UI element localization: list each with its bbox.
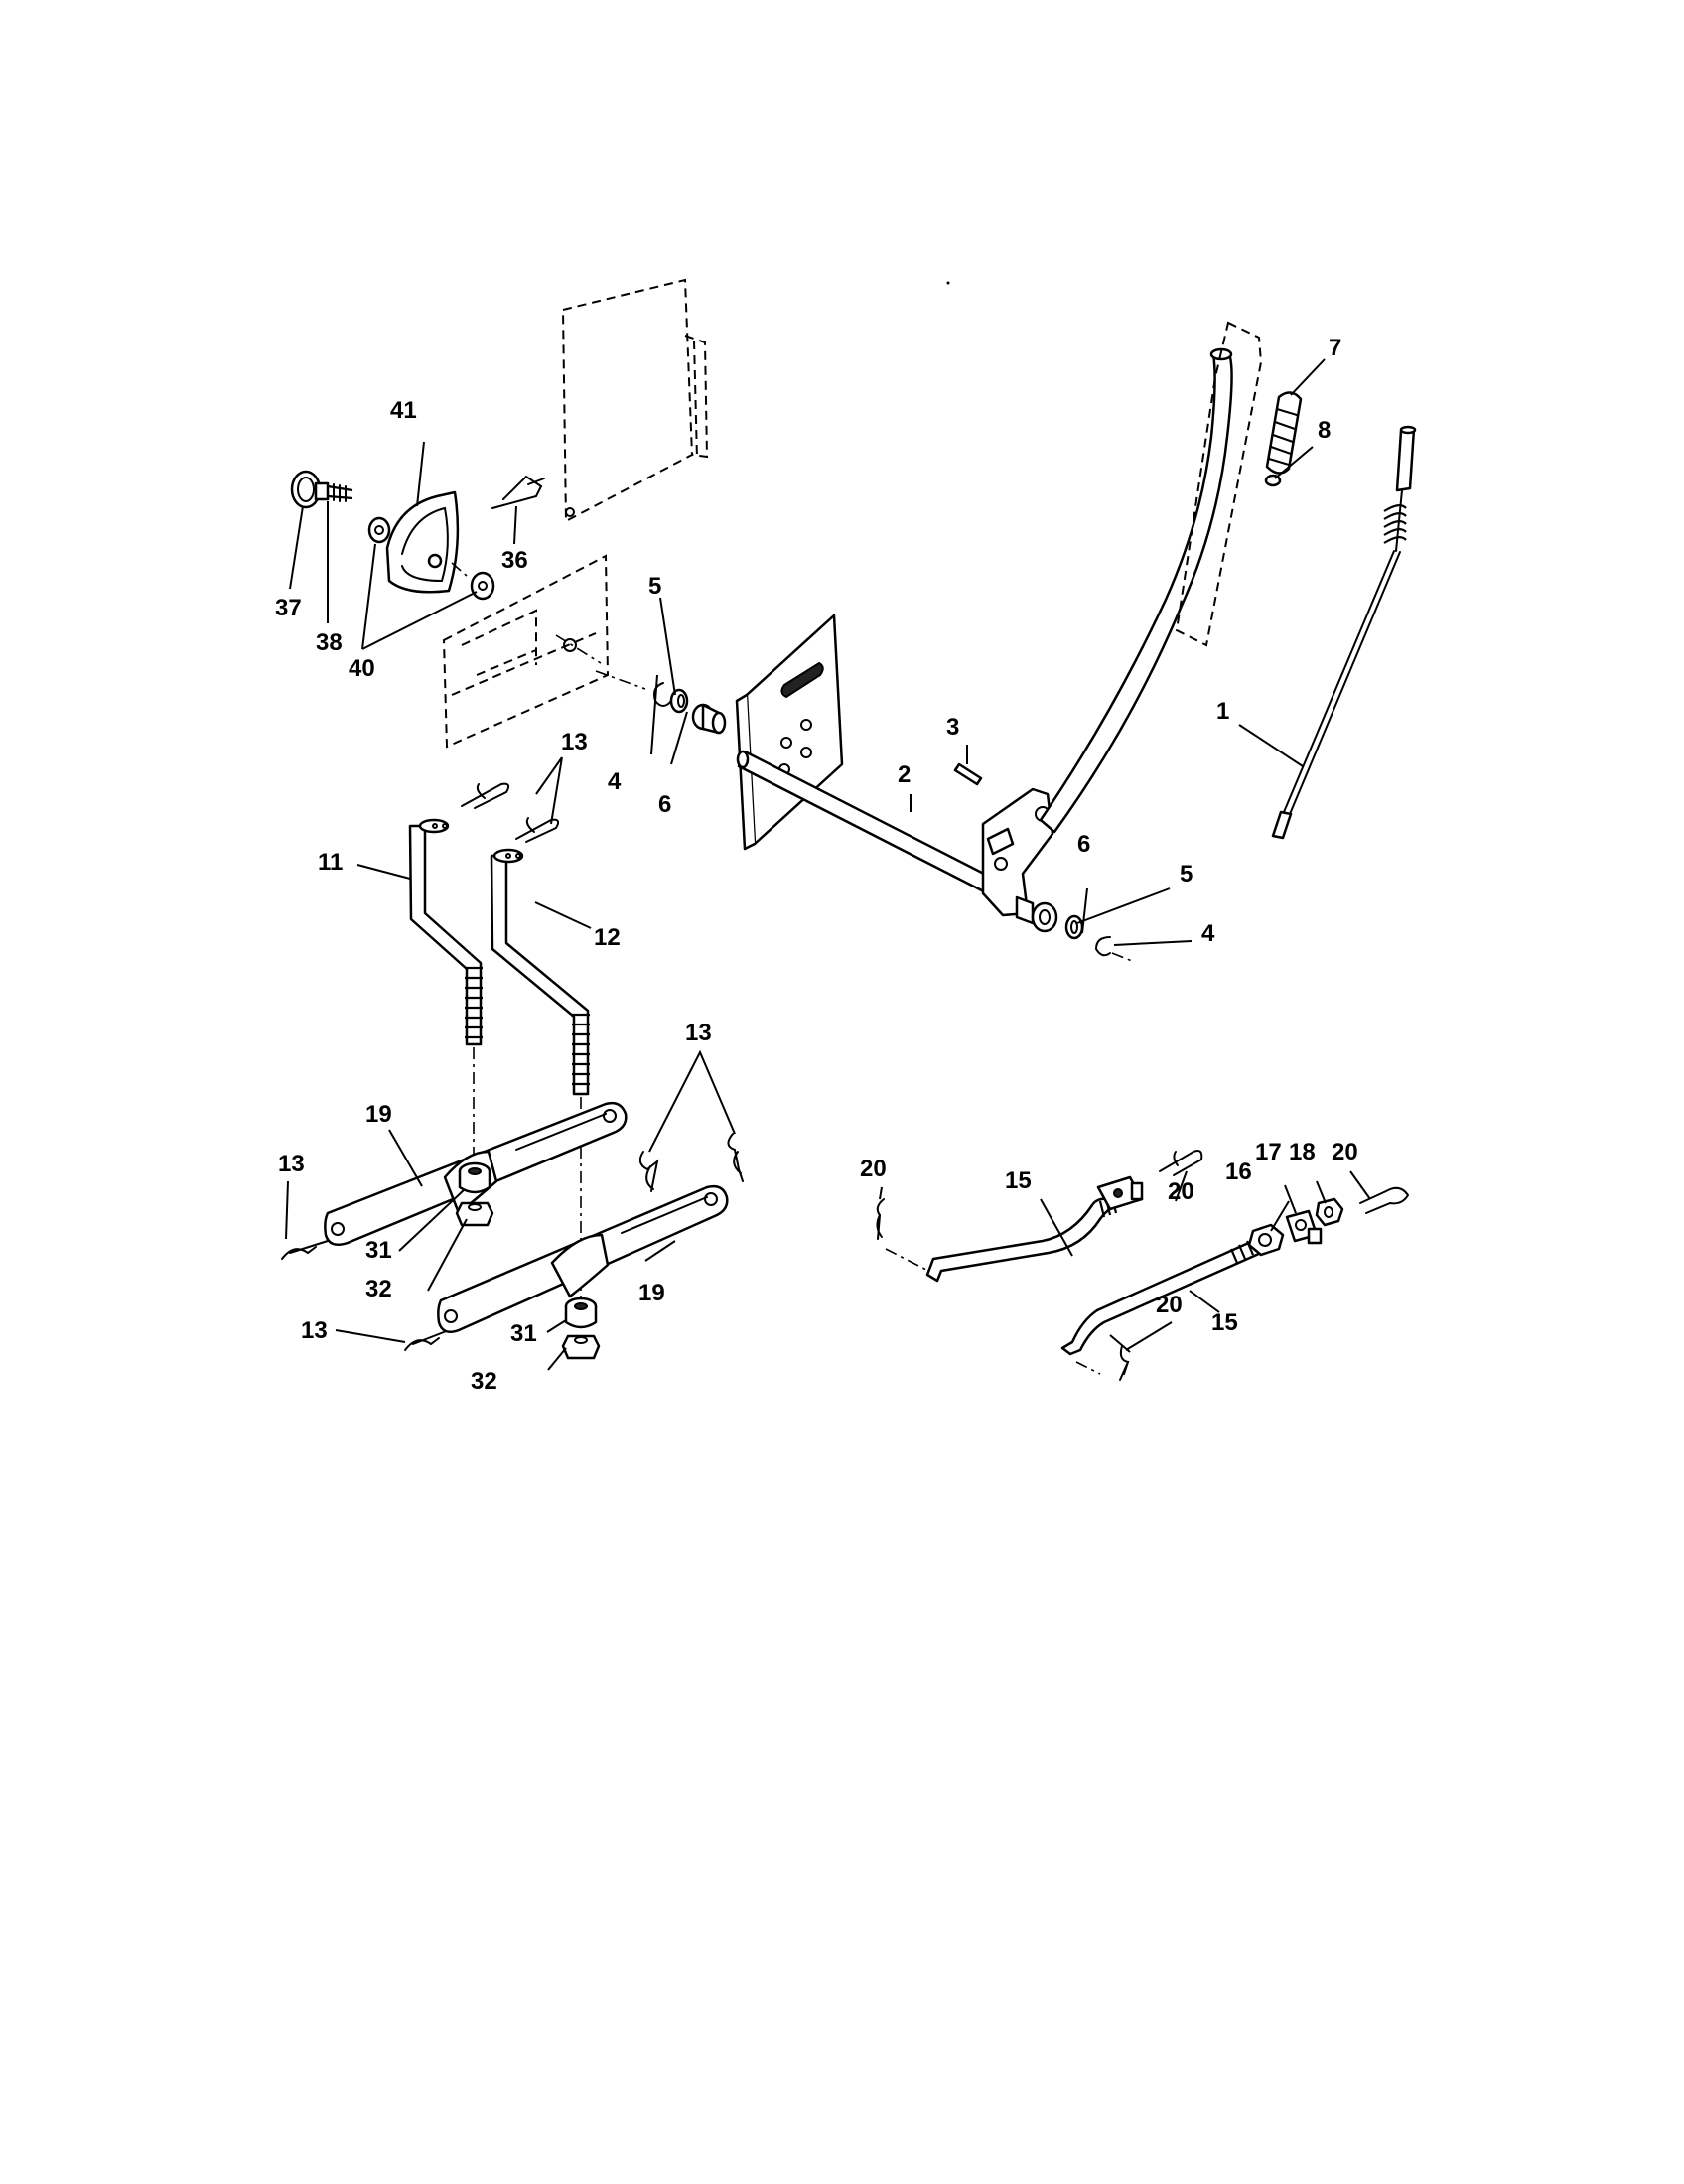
cross-shaft-2 bbox=[736, 750, 1025, 909]
bushing-31-a bbox=[458, 1161, 491, 1194]
bushing-31-b bbox=[564, 1297, 598, 1329]
hairpin-clip-20-b bbox=[1159, 1150, 1203, 1176]
trunnion-17 bbox=[1285, 1209, 1323, 1245]
lift-link-12 bbox=[490, 848, 590, 1096]
hairpin-clip-20-a bbox=[876, 1198, 885, 1240]
callout-32-upper: 32 bbox=[365, 1276, 392, 1302]
callout-7: 7 bbox=[1329, 335, 1341, 361]
callout-20-bottom: 20 bbox=[1156, 1292, 1183, 1318]
callout-5-right: 5 bbox=[1180, 861, 1193, 887]
lift-handle-bracket bbox=[981, 787, 1054, 917]
hairpin-clip-20-d bbox=[1119, 1345, 1130, 1381]
pin-3 bbox=[953, 762, 983, 786]
hairpin-clip-13-f bbox=[404, 1329, 450, 1351]
leader-lines bbox=[285, 358, 1371, 1371]
nut-32-a bbox=[455, 1201, 494, 1227]
hairpin-clip-13-a bbox=[461, 782, 510, 809]
callout-6-left: 6 bbox=[658, 791, 671, 818]
callout-20-right: 20 bbox=[1332, 1139, 1358, 1165]
callout-17: 17 bbox=[1255, 1139, 1282, 1165]
bushing-6-left bbox=[691, 703, 727, 735]
hairpin-clip-13-e bbox=[281, 1240, 329, 1260]
lift-link-11 bbox=[408, 818, 483, 1046]
callout-15-upper: 15 bbox=[1005, 1167, 1032, 1194]
control-cable-1 bbox=[1271, 425, 1417, 840]
callout-13-bottom: 13 bbox=[301, 1317, 328, 1344]
washer-5-right bbox=[1064, 914, 1084, 940]
chassis-panel-upper bbox=[561, 278, 709, 523]
knob-plate-41 bbox=[385, 490, 460, 594]
lift-handle-lever bbox=[1039, 347, 1233, 834]
hairpin-clip-13-d bbox=[727, 1133, 744, 1182]
handle-ghost-extension bbox=[1175, 321, 1263, 647]
callout-20-left: 20 bbox=[860, 1156, 887, 1182]
bushing-6-right bbox=[1015, 895, 1058, 933]
callout-6-right: 6 bbox=[1077, 831, 1090, 858]
nut-16 bbox=[1247, 1223, 1285, 1257]
callout-41: 41 bbox=[390, 397, 417, 424]
hairpin-clip-20-c bbox=[1359, 1186, 1410, 1214]
nut-32-b bbox=[561, 1334, 601, 1360]
washer-40-b bbox=[470, 571, 495, 601]
washer-5-left bbox=[669, 688, 689, 714]
nut-18 bbox=[1315, 1197, 1344, 1227]
callout-37: 37 bbox=[275, 595, 302, 621]
spring-clip-36 bbox=[491, 475, 545, 509]
callout-32-lower: 32 bbox=[471, 1368, 497, 1395]
adjust-rod-15-upper bbox=[925, 1175, 1144, 1283]
callout-19-upper: 19 bbox=[365, 1101, 392, 1128]
washer-40-a bbox=[367, 516, 391, 544]
callout-15-lower: 15 bbox=[1211, 1309, 1238, 1336]
callout-38: 38 bbox=[316, 629, 343, 656]
callout-4-left: 4 bbox=[608, 768, 622, 795]
callout-2: 2 bbox=[898, 761, 911, 788]
callout-36: 36 bbox=[501, 547, 528, 574]
lift-arm-19-lower bbox=[437, 1184, 729, 1333]
callout-labels: 41 37 38 40 36 5 4 6 3 2 1 7 8 6 5 4 13 … bbox=[275, 335, 1358, 1395]
callout-11: 11 bbox=[318, 849, 343, 876]
callout-4-right: 4 bbox=[1201, 920, 1215, 947]
bolt-38 bbox=[314, 481, 353, 502]
chassis-panel-lower bbox=[442, 554, 610, 749]
callout-40: 40 bbox=[349, 655, 375, 682]
callout-18: 18 bbox=[1289, 1139, 1316, 1165]
callout-19-lower: 19 bbox=[638, 1280, 665, 1306]
callout-31-upper: 31 bbox=[365, 1237, 392, 1264]
callout-12: 12 bbox=[594, 924, 621, 951]
mount-plate bbox=[735, 614, 844, 851]
callout-5-left: 5 bbox=[648, 573, 661, 600]
stray-mark bbox=[946, 281, 950, 285]
knob-37 bbox=[290, 470, 322, 509]
hairpin-clip-13-c bbox=[638, 1151, 659, 1192]
e-ring-4-right bbox=[1094, 936, 1111, 957]
callout-3: 3 bbox=[946, 714, 959, 741]
callout-16: 16 bbox=[1225, 1159, 1252, 1185]
grip-7 bbox=[1265, 391, 1303, 475]
callout-31-lower: 31 bbox=[510, 1320, 537, 1347]
callout-20-mid: 20 bbox=[1168, 1178, 1194, 1205]
callout-13-left: 13 bbox=[278, 1151, 305, 1177]
callout-1: 1 bbox=[1216, 698, 1229, 725]
callout-13-right: 13 bbox=[685, 1020, 712, 1046]
callout-8: 8 bbox=[1318, 417, 1331, 444]
callout-13-top: 13 bbox=[561, 729, 588, 755]
